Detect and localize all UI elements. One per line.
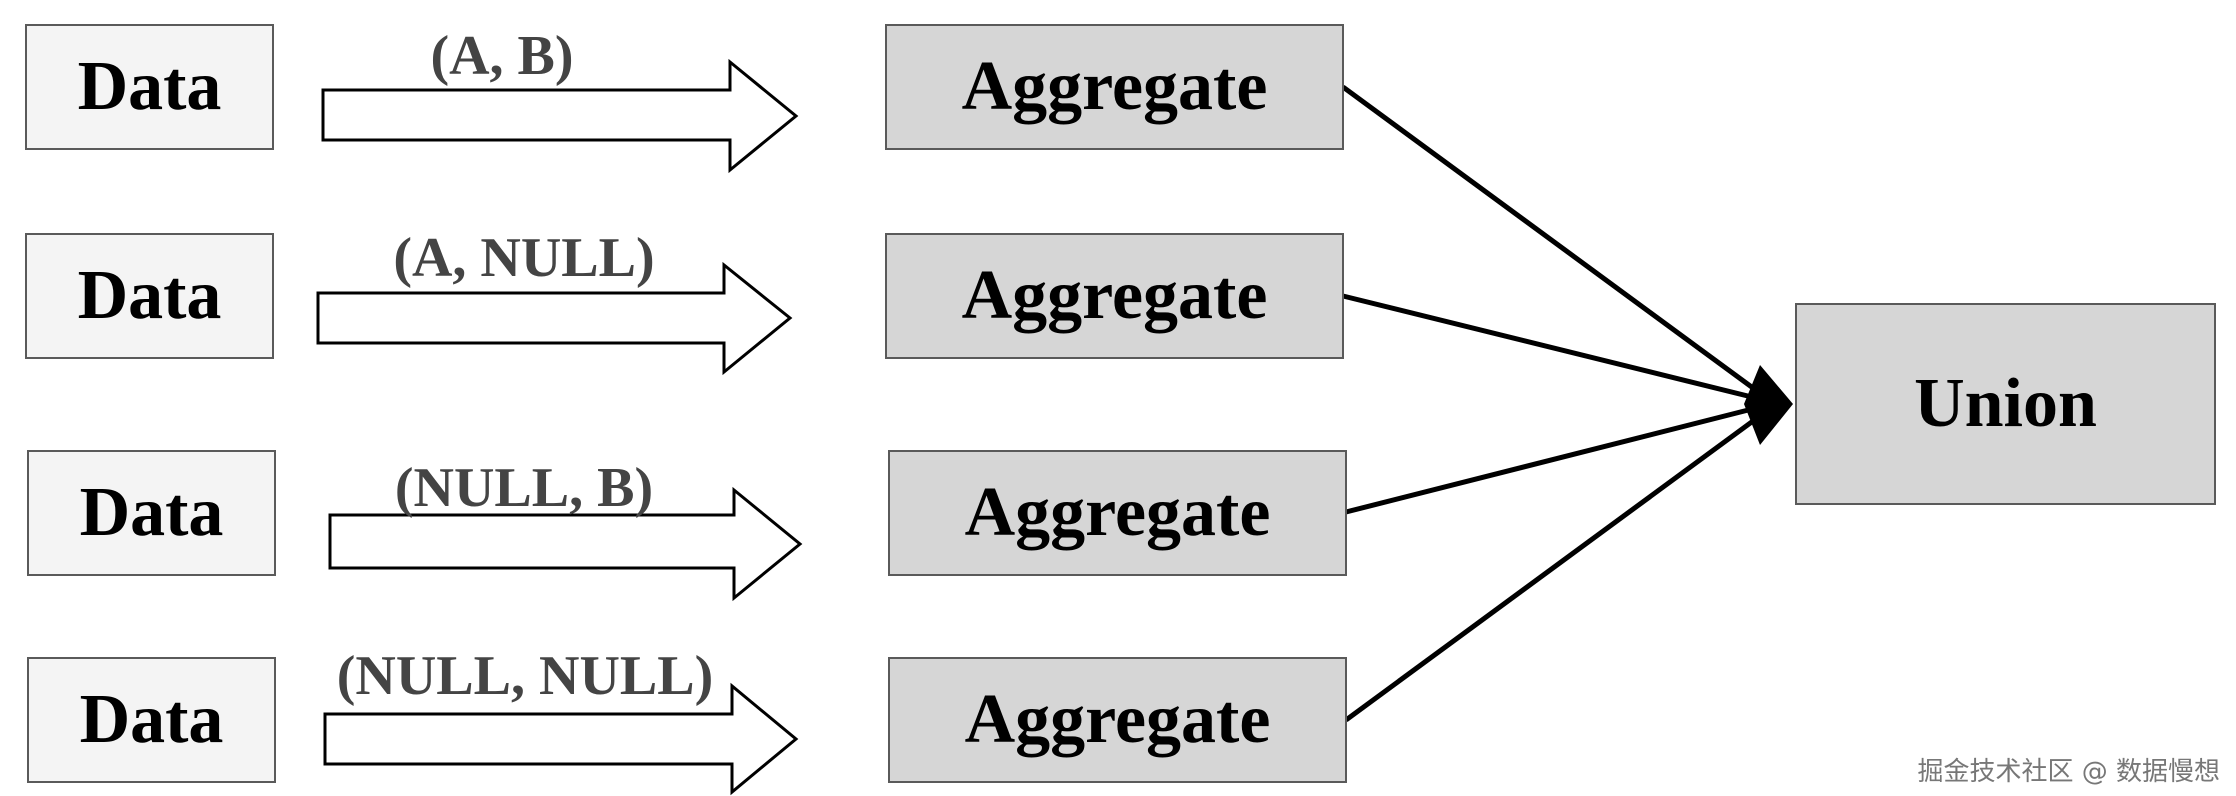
watermark: 掘金技术社区 @ 数据慢想 xyxy=(1917,757,2220,787)
block-arrow-row-3 xyxy=(328,486,803,602)
grouping-label-row-4: (NULL, NULL) xyxy=(336,645,714,707)
data-box-label: Data xyxy=(79,474,224,551)
data-box-row-4: Data xyxy=(27,657,276,783)
connector-line-3 xyxy=(1345,402,1769,515)
block-arrow-row-2 xyxy=(316,261,793,376)
aggregate-box-label: Aggregate xyxy=(964,474,1271,551)
grouping-label-row-1: (A, B) xyxy=(430,25,574,87)
connector-line-1 xyxy=(1341,84,1770,402)
data-box-label: Data xyxy=(77,48,222,125)
union-box: Union xyxy=(1795,303,2216,505)
connector-line-2 xyxy=(1342,293,1769,404)
data-box-row-1: Data xyxy=(25,24,274,150)
data-box-row-3: Data xyxy=(27,450,276,576)
block-arrow-row-1 xyxy=(321,58,799,174)
aggregate-box-label: Aggregate xyxy=(961,257,1268,334)
data-box-label: Data xyxy=(79,681,224,758)
aggregate-box-row-3: Aggregate xyxy=(888,450,1347,576)
grouping-label-row-3: (NULL, B) xyxy=(394,457,654,519)
connector-line-4 xyxy=(1344,407,1770,723)
block-arrow-row-4 xyxy=(323,682,799,796)
aggregate-box-row-1: Aggregate xyxy=(885,24,1344,150)
grouping-label-row-2: (A, NULL) xyxy=(393,227,655,289)
union-box-label: Union xyxy=(1914,365,2097,442)
aggregate-box-row-4: Aggregate xyxy=(888,657,1347,783)
data-box-row-2: Data xyxy=(25,233,274,359)
union-arrowhead-icon xyxy=(1744,365,1793,445)
data-box-label: Data xyxy=(77,257,222,334)
aggregate-box-label: Aggregate xyxy=(961,48,1268,125)
aggregate-box-row-2: Aggregate xyxy=(885,233,1344,359)
aggregate-box-label: Aggregate xyxy=(964,681,1271,758)
